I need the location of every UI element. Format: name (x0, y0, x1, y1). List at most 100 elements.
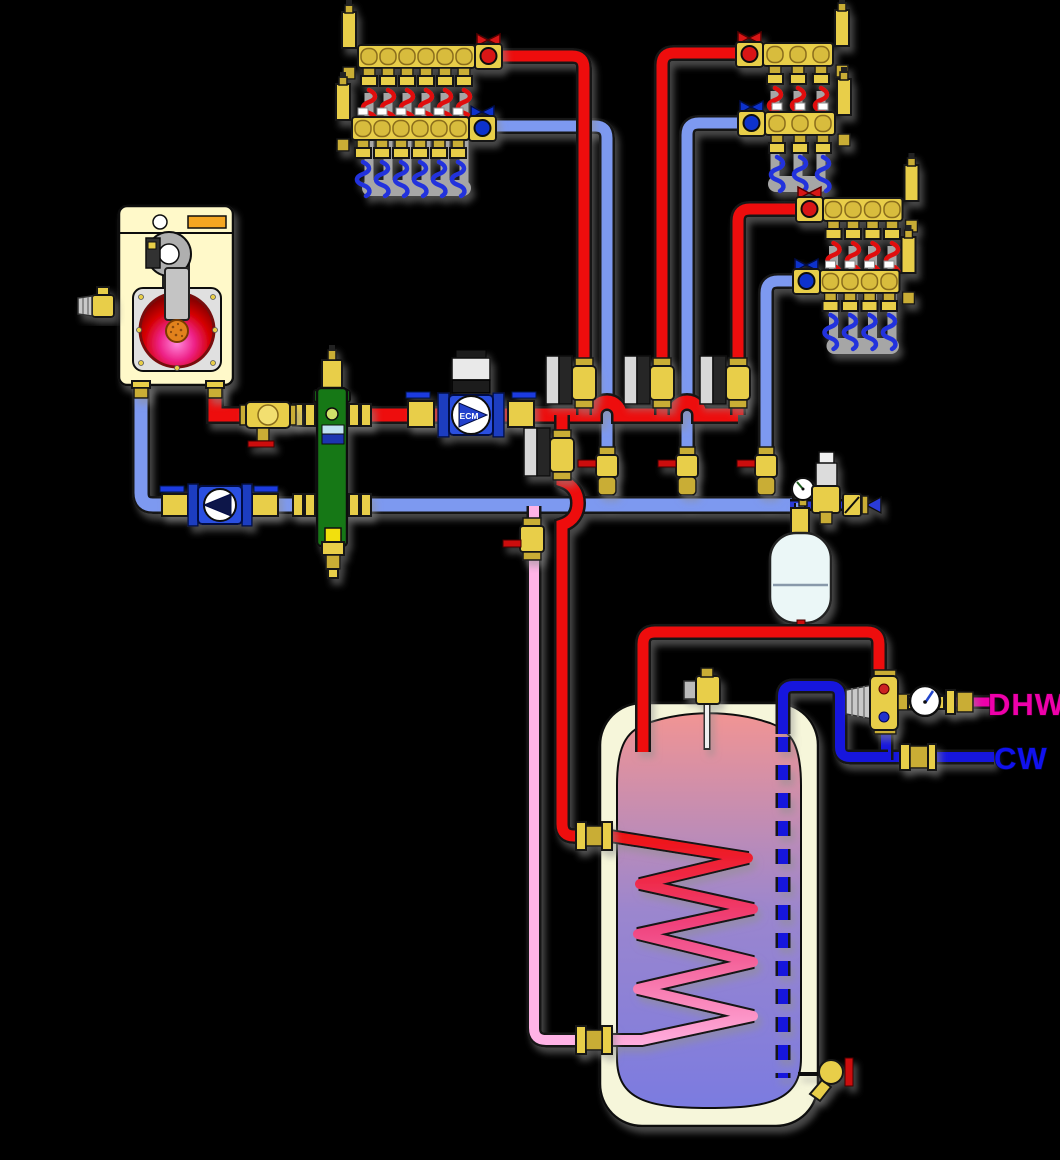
cold-to-tank-pipe (778, 681, 888, 762)
actuator-cap (395, 107, 407, 116)
zone-valve (571, 365, 597, 401)
actuator-cap (794, 102, 806, 111)
coil-outlet-union (575, 1025, 613, 1055)
circuit-outlet (413, 139, 427, 149)
dhw-union (956, 691, 974, 713)
pump-flange-right (492, 392, 505, 438)
actuator-cap (817, 102, 829, 111)
circuit-outlet (362, 67, 376, 77)
zone-pump-groups (523, 355, 778, 496)
temperature-sensor (683, 667, 721, 750)
flow-indicator (841, 312, 859, 352)
dhw-loading-pipe (556, 415, 584, 842)
valve-knob (742, 114, 761, 132)
supply-riser-1 (500, 50, 590, 415)
union-lever-left (405, 391, 431, 399)
zone-valve (725, 365, 751, 401)
valve-lever (577, 459, 597, 468)
return-riser-3 (760, 275, 797, 505)
pump-housing (712, 355, 727, 405)
primary-pipework (132, 45, 798, 1048)
filling-group (790, 451, 882, 538)
cold-port-dot (878, 711, 890, 723)
actuator-cap (452, 107, 464, 116)
circuit-outlet (400, 67, 414, 77)
circuit-outlet (451, 139, 465, 149)
manifold-air-vent (335, 83, 351, 121)
circuit-outlet (882, 292, 896, 302)
dhw-mixing-group (845, 669, 974, 771)
fill-flow-arrow (864, 495, 882, 515)
flow-indicator (449, 159, 467, 199)
zone-valve (649, 365, 675, 401)
actuator-cap (414, 107, 426, 116)
cw-valve (909, 745, 929, 769)
pressure-reducer-bonnet (815, 462, 838, 488)
pump-direction-arrow (202, 493, 232, 517)
supply-riser-2 (656, 47, 738, 415)
flame-speckles (169, 322, 184, 338)
tank-water-volume (616, 712, 802, 1110)
union-lever-right (253, 485, 279, 493)
flow-indicator (768, 154, 786, 194)
valve-body (675, 454, 699, 478)
drain-valve-handle (247, 440, 275, 448)
dhw-label: DHW (988, 687, 1060, 722)
dhw-loading-pump-group (523, 427, 575, 481)
separator-drain (321, 541, 345, 556)
flow-indicator (354, 159, 372, 199)
supply-main-pipe (208, 381, 738, 422)
coil-inlet-union (575, 821, 613, 851)
boiler-return-pump (159, 483, 279, 527)
expansion-vessel (768, 531, 833, 629)
separator-plug (325, 407, 339, 421)
coil-return-valve (502, 517, 545, 561)
return-balancing-valve-1 (577, 446, 619, 496)
pump-controller (451, 357, 491, 381)
return-risers (494, 115, 797, 505)
boiler-return-union (131, 380, 151, 399)
ecm-pump-label: ECM (460, 411, 479, 421)
separator-label-top (321, 424, 345, 435)
circuit-outlet (826, 220, 841, 230)
flow-indicator (430, 159, 448, 199)
circuit-outlet (865, 220, 880, 230)
drain-valve (256, 427, 270, 442)
underfloor-manifold-3 (792, 153, 920, 354)
burner-blast-tube (164, 267, 190, 321)
underfloor-manifold-1 (335, 0, 503, 199)
flow-indicator (814, 154, 832, 194)
underfloor-manifold-2 (735, 0, 852, 194)
flow-indicator (822, 312, 840, 352)
tank-fittings (575, 667, 854, 1103)
pump-motor (699, 355, 714, 405)
manifolds (335, 0, 920, 354)
cw-label: CW (994, 741, 1048, 776)
zone-pump-group-1 (545, 355, 597, 409)
mixer-knob (845, 684, 873, 720)
tank-hot-outlet-pipe (637, 626, 885, 752)
valve-knob (479, 47, 498, 65)
pump-motor (523, 427, 538, 477)
heating-coil (609, 831, 758, 1045)
pump-flange-right (241, 483, 253, 527)
drain-handle (502, 539, 522, 548)
circuit-outlet (438, 67, 452, 77)
vessel-body (768, 531, 833, 625)
boiler-display (187, 215, 227, 229)
actuator-cap (844, 260, 856, 269)
valve-knob (797, 272, 816, 290)
boiler (117, 204, 235, 399)
circuit-outlet (394, 139, 408, 149)
burner-fan-hub (158, 243, 180, 265)
circuit-outlet (814, 65, 828, 75)
circuit-outlet (843, 292, 857, 302)
manifold-air-vent (900, 236, 917, 274)
ecm-pump: ECM (405, 349, 537, 438)
pump-motor (623, 355, 638, 405)
circuit-outlet (791, 65, 805, 75)
valve-lever (657, 459, 677, 468)
actuator-cap (357, 107, 369, 116)
valve-body (595, 454, 619, 478)
